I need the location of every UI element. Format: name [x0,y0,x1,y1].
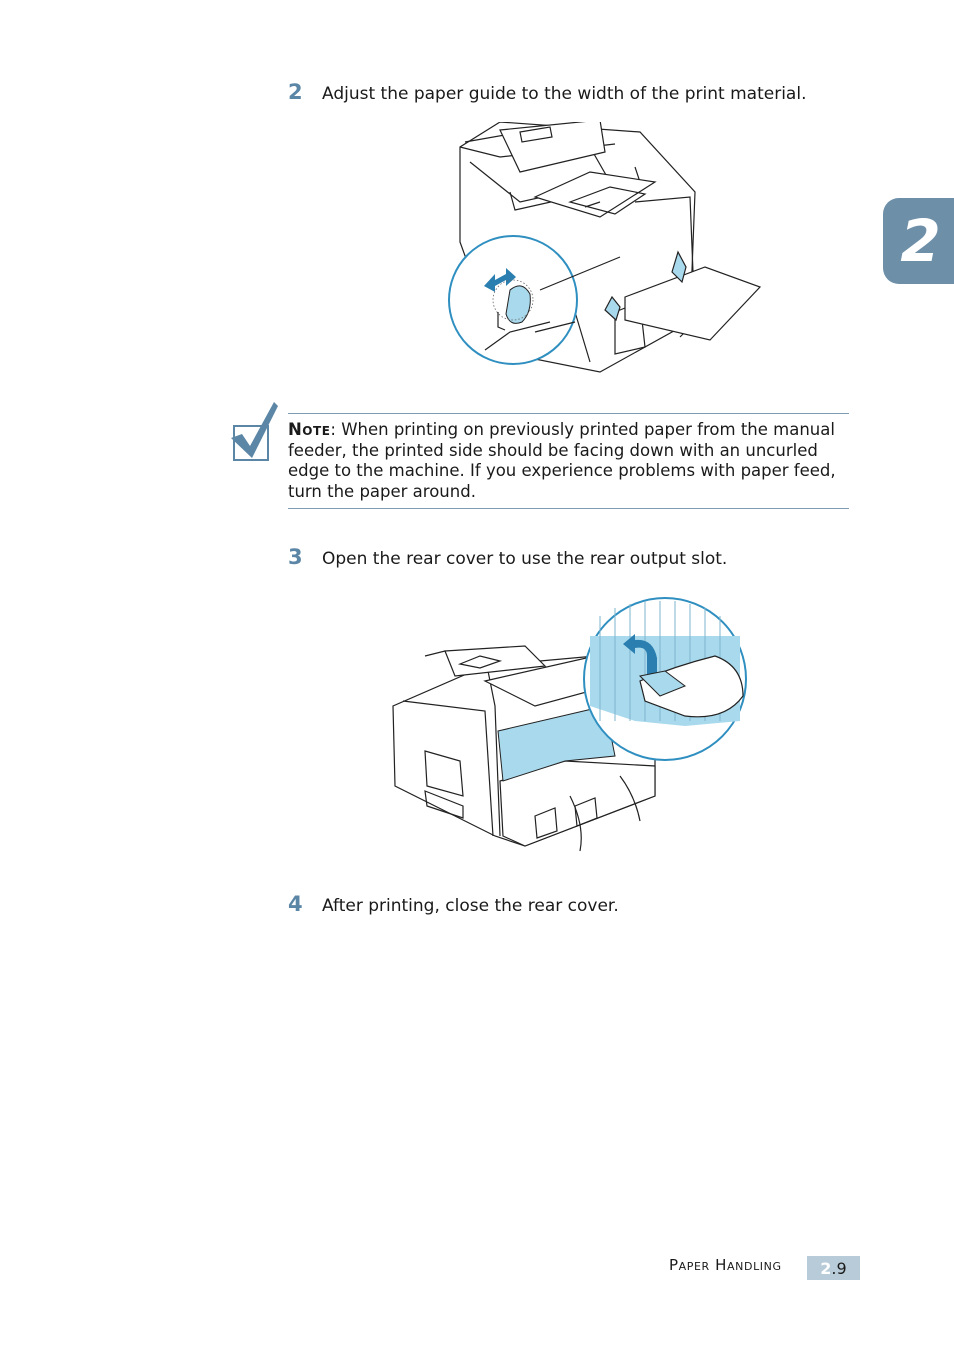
printer-rear-cover-illustration [392,597,747,852]
printer-paper-guide-illustration [448,122,762,373]
step-text: Open the rear cover to use the rear outp… [322,549,728,569]
step-3: 3 Open the rear cover to use the rear ou… [288,545,727,569]
step-number: 3 [288,545,303,569]
step-number: 4 [288,892,303,916]
chapter-tab: 2 [883,198,954,284]
footer-section-title: Paper Handling [669,1256,782,1274]
step-text: Adjust the paper guide to the width of t… [322,84,807,104]
page-number: 9 [836,1258,847,1278]
page-chapter: 2 [820,1258,832,1278]
step-2: 2 Adjust the paper guide to the width of… [288,80,806,104]
step-4: 4 After printing, close the rear cover. [288,892,619,916]
chapter-number: 2 [900,207,941,275]
note-label: Note [288,420,331,439]
step-text: After printing, close the rear cover. [322,896,619,916]
page-number-box: 2.9 [807,1256,860,1280]
note-box: Note: When printing on previously printe… [288,413,849,509]
step-number: 2 [288,80,303,104]
checkmark-icon [231,402,278,461]
page-separator: . [831,1258,837,1278]
note-body: : When printing on previously printed pa… [288,420,836,501]
note-text: Note: When printing on previously printe… [288,420,840,502]
